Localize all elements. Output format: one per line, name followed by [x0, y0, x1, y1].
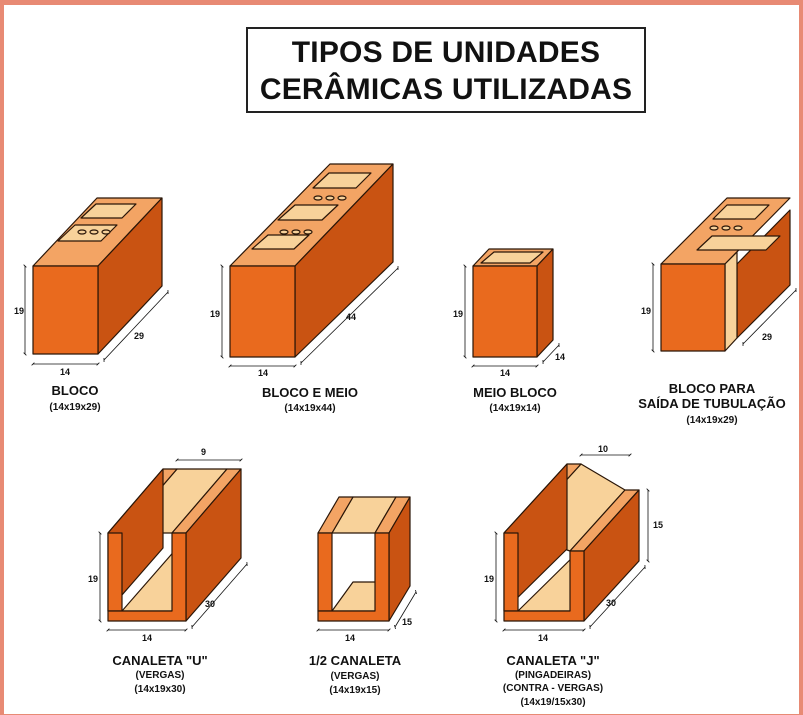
bloco-dim-depth: 29 [134, 331, 144, 341]
canaleta-j-label: CANALETA "J" [506, 653, 599, 668]
tubulacao-front-face [660, 263, 726, 352]
canaleta-u-dim-depth: 30 [205, 599, 215, 609]
bloco-holes-small [77, 229, 111, 235]
canaleta-u-size: (14x19x30) [134, 684, 185, 695]
meia-canaleta-sub: (VERGAS) [331, 671, 380, 682]
canaleta-j-sub-1: (PINGADEIRAS) [515, 670, 591, 681]
meia-canaleta-right-wall [317, 532, 390, 622]
canaleta-u-dim-top: 9 [201, 447, 206, 457]
bloco-label: BLOCO [52, 383, 99, 398]
canaleta-j-dim-height2: 15 [653, 520, 663, 530]
title-line-1: TIPOS DE UNIDADES [291, 36, 601, 69]
meio-bloco-dim-depth: 14 [555, 352, 565, 362]
meio-bloco-front-face [472, 265, 538, 358]
bloco-dim-width: 14 [60, 367, 70, 377]
unit-meia-canaleta: 14 15 1/2 CANALETA (VERGAS) (14x19x15) [309, 496, 416, 696]
bloco-size: (14x19x29) [49, 402, 100, 413]
meio-bloco-size: (14x19x14) [489, 403, 540, 414]
tubulacao-dim-depth: 29 [762, 332, 772, 342]
canaleta-j-right-wall [503, 550, 585, 622]
canaleta-u-left-wall [107, 532, 123, 612]
unit-canaleta-j: 19 14 30 10 15 CANALETA "J" (PINGADEIRAS… [484, 444, 663, 708]
meio-bloco-side-face [536, 248, 554, 358]
tubulacao-dim-height: 19 [641, 306, 651, 316]
canaleta-j-dim-depth: 30 [606, 598, 616, 608]
canaleta-j-dim-width: 14 [538, 633, 548, 643]
bloco-e-meio-hole-1 [251, 234, 310, 250]
bloco-front-face [32, 265, 99, 355]
canaleta-u-dim-height: 19 [88, 574, 98, 584]
canaleta-u-label: CANALETA "U" [112, 653, 207, 668]
bloco-hole-front [57, 224, 118, 242]
tubulacao-label-1: BLOCO PARA [669, 381, 756, 396]
meia-canaleta-dim-depth: 15 [402, 617, 412, 627]
canaleta-u-right-wall [107, 532, 187, 622]
meia-canaleta-dim-width: 14 [345, 633, 355, 643]
bloco-e-meio-holes-small [279, 195, 347, 235]
bloco-hole-back [80, 203, 137, 219]
meia-canaleta-size: (14x19x15) [329, 685, 380, 696]
bloco-e-meio-label: BLOCO E MEIO [262, 385, 358, 400]
tubulacao-hole-back [712, 204, 770, 220]
meio-bloco-dim-height: 19 [453, 309, 463, 319]
canaleta-j-dim-height: 19 [484, 574, 494, 584]
title-line-2: CERÂMICAS UTILIZADAS [259, 73, 633, 106]
tubulacao-label-2: SAÍDA DE TUBULAÇÃO [638, 396, 786, 411]
canaleta-j-sub-2: (CONTRA - VERGAS) [503, 683, 603, 694]
unit-bloco-tubulacao: 19 29 BLOCO PARA SAÍDA DE TUBULAÇÃO (14x… [638, 197, 796, 426]
bloco-dim-height: 19 [14, 306, 24, 316]
bloco-e-meio-dim-width: 14 [258, 368, 268, 378]
bloco-e-meio-hole-2 [277, 204, 339, 221]
bloco-e-meio-dim-height: 19 [210, 309, 220, 319]
tubulacao-size: (14x19x29) [686, 415, 737, 426]
canaleta-u-dim-width: 14 [142, 633, 152, 643]
canaleta-j-dim-top: 10 [598, 444, 608, 454]
bloco-e-meio-size: (14x19x44) [284, 403, 335, 414]
bloco-e-meio-hole-3 [312, 172, 372, 189]
canaleta-j-size: (14x19/15x30) [520, 697, 585, 708]
canaleta-j-left-wall [503, 532, 519, 612]
title-box: TIPOS DE UNIDADES CERÂMICAS UTILIZADAS [246, 27, 646, 113]
tubulacao-hole-front [696, 235, 781, 251]
meia-canaleta-left-wall [317, 532, 333, 612]
bloco-e-meio-dim-depth: 44 [346, 312, 356, 322]
tubulacao-slot [724, 251, 738, 352]
meio-bloco-dim-width: 14 [500, 368, 510, 378]
tubulacao-holes-small [709, 225, 743, 231]
meia-canaleta-label: 1/2 CANALETA [309, 653, 402, 668]
unit-canaleta-u: 19 14 30 9 CANALETA "U" (VERGAS) (14x19x… [88, 447, 247, 695]
unit-meio-bloco: 19 14 14 MEIO BLOCO (14x19x14) [453, 248, 565, 414]
unit-bloco-e-meio: 19 14 44 BLOCO E MEIO (14x19x44) [210, 163, 398, 414]
unit-bloco: 19 14 29 BLOCO (14x19x29) [14, 197, 168, 413]
canaleta-u-sub: (VERGAS) [136, 670, 185, 681]
bloco-e-meio-front-face [229, 265, 296, 358]
meio-bloco-label: MEIO BLOCO [473, 385, 557, 400]
meio-bloco-hole [480, 251, 544, 264]
